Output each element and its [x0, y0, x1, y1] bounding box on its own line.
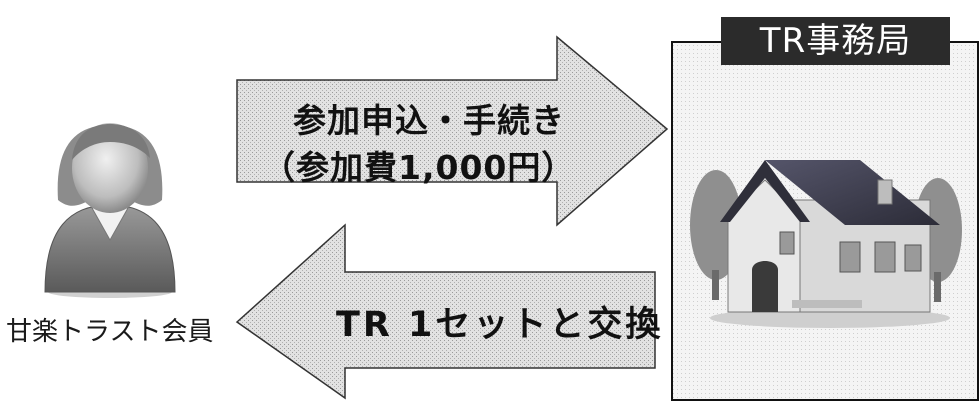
member-label: 甘楽トラスト会員: [6, 317, 214, 347]
request-arrow: [236, 35, 669, 227]
return-arrow: [235, 223, 656, 400]
person-icon: [44, 123, 176, 298]
office-title: TR事務局: [721, 17, 950, 65]
house-icon: [690, 160, 962, 328]
exchange-label: TR 1セットと交換: [336, 305, 664, 345]
request-label-line2: （参加費1,000円）: [262, 148, 576, 187]
request-label-line1: 参加申込・手続き: [293, 101, 565, 140]
